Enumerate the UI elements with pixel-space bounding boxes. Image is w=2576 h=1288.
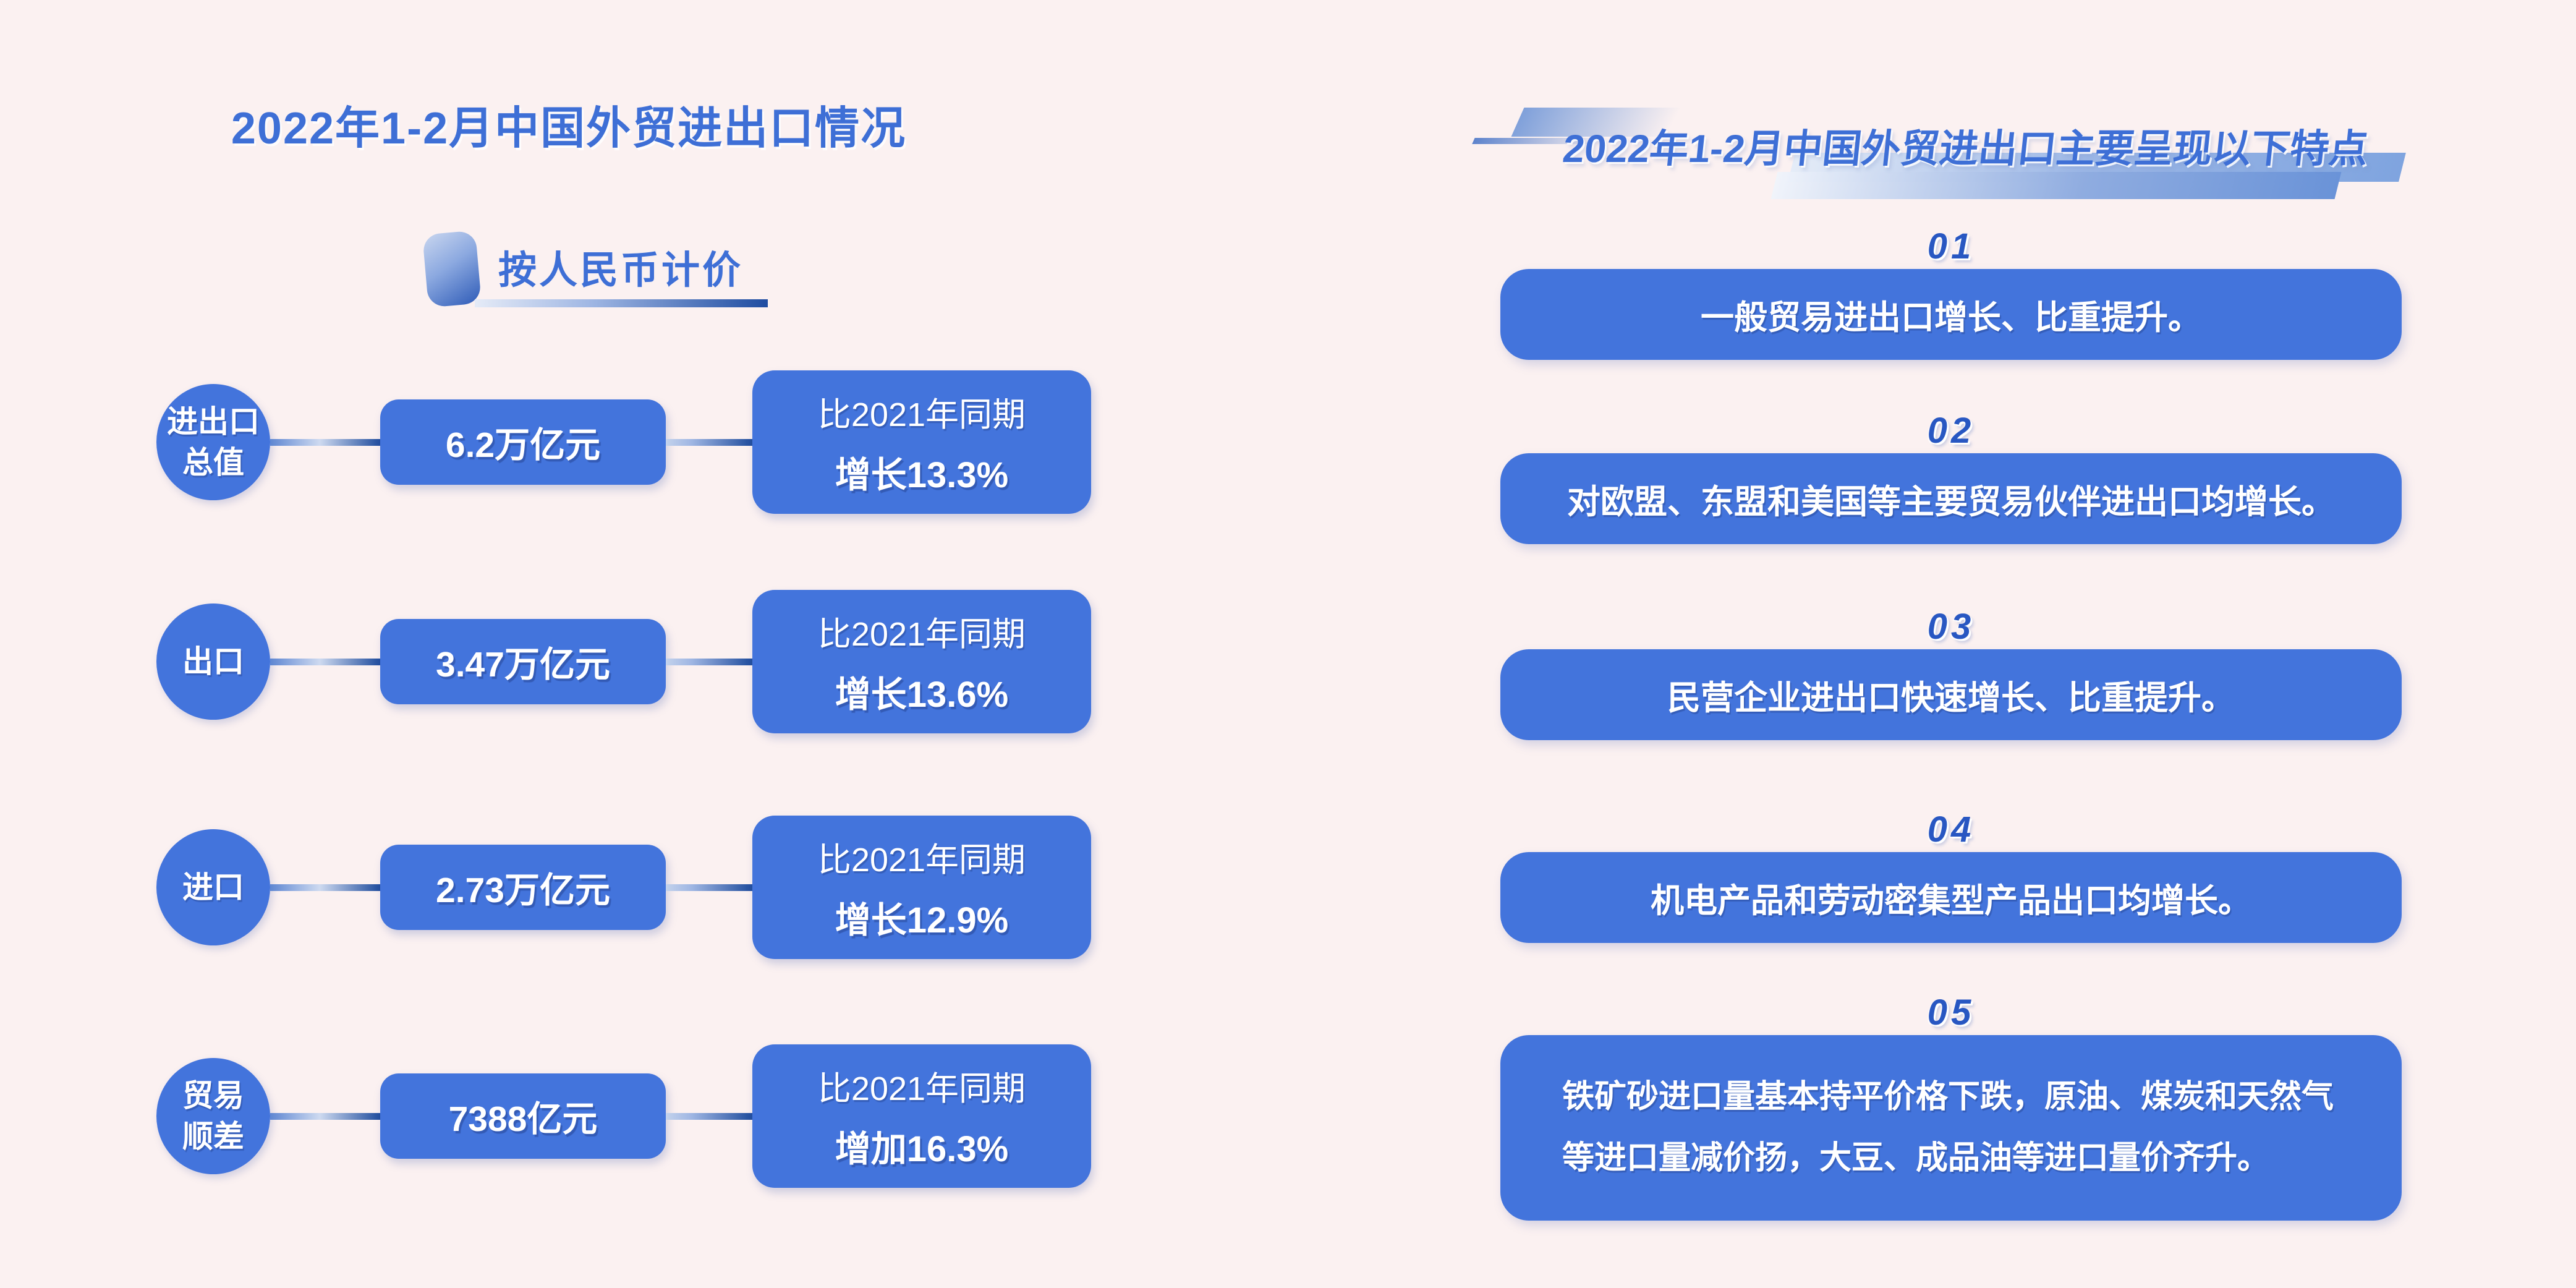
- connector-line: [666, 884, 752, 891]
- feature-item-04: 04 机电产品和劳动密集型产品出口均增长。: [1500, 808, 2402, 943]
- stat-compare-box: 比2021年同期 增长13.3%: [752, 370, 1091, 514]
- stat-compare-box: 比2021年同期 增长13.6%: [752, 590, 1091, 733]
- title-decoration-bar-bottom: [1770, 172, 2342, 199]
- stat-row-surplus: 贸易 顺差 7388亿元 比2021年同期 增加16.3%: [156, 1044, 1091, 1188]
- compare-growth-label: 增长13.6%: [835, 674, 1009, 715]
- stat-label-circle: 进口: [156, 829, 270, 945]
- feature-text-box: 机电产品和劳动密集型产品出口均增长。: [1500, 852, 2402, 943]
- feature-text-box: 对欧盟、东盟和美国等主要贸易伙伴进出口均增长。: [1500, 453, 2402, 544]
- subtitle-label: 按人民币计价: [498, 249, 744, 292]
- stat-value-box: 3.47万亿元: [380, 619, 666, 704]
- left-panel-title: 2022年1-2月中国外贸进出口情况: [231, 104, 907, 153]
- compare-period-label: 比2021年同期: [817, 841, 1026, 879]
- feature-number: 03: [1927, 607, 1975, 647]
- connector-line: [666, 438, 752, 446]
- feature-number: 05: [1927, 992, 1975, 1033]
- feature-text-box: 民营企业进出口快速增长、比重提升。: [1500, 649, 2402, 740]
- feature-number: 02: [1927, 411, 1975, 451]
- right-panel-title: 2022年1-2月中国外贸进出口主要呈现以下特点: [1560, 127, 2371, 171]
- connector-line: [666, 1112, 752, 1120]
- compare-period-label: 比2021年同期: [817, 1070, 1026, 1107]
- feature-number: 01: [1927, 226, 1975, 267]
- feature-number: 04: [1927, 809, 1975, 850]
- right-title-block: 2022年1-2月中国外贸进出口主要呈现以下特点: [1484, 93, 2448, 210]
- connector-line: [270, 658, 380, 665]
- connector-line: [270, 1112, 380, 1120]
- compare-growth-label: 增长13.3%: [835, 454, 1009, 495]
- stat-value-box: 6.2万亿元: [380, 399, 666, 485]
- connector-line: [666, 658, 752, 665]
- stat-label-circle: 贸易 顺差: [156, 1058, 270, 1174]
- feature-item-01: 01 一般贸易进出口增长、比重提升。: [1500, 224, 2402, 360]
- subtitle-underline: [475, 299, 768, 307]
- stat-row-export: 出口 3.47万亿元 比2021年同期 增长13.6%: [156, 590, 1091, 733]
- compare-growth-label: 增长12.9%: [835, 900, 1009, 940]
- right-panel: 2022年1-2月中国外贸进出口主要呈现以下特点 01 一般贸易进出口增长、比重…: [1484, 0, 2448, 1288]
- stat-row-import: 进口 2.73万亿元 比2021年同期 增长12.9%: [156, 816, 1091, 959]
- stat-value-box: 2.73万亿元: [380, 845, 666, 930]
- connector-line: [270, 884, 380, 891]
- stat-row-total: 进出口 总值 6.2万亿元 比2021年同期 增长13.3%: [156, 370, 1091, 514]
- feature-text-box: 一般贸易进出口增长、比重提升。: [1500, 269, 2402, 360]
- stat-compare-box: 比2021年同期 增长12.9%: [752, 816, 1091, 959]
- feature-text-box: 铁矿砂进口量基本持平价格下跌，原油、煤炭和天然气等进口量减价扬，大豆、成品油等进…: [1500, 1035, 2402, 1221]
- subtitle-block: 按人民币计价: [422, 230, 796, 317]
- feature-item-05: 05 铁矿砂进口量基本持平价格下跌，原油、煤炭和天然气等进口量减价扬，大豆、成品…: [1500, 991, 2402, 1221]
- connector-line: [270, 438, 380, 446]
- compare-period-label: 比2021年同期: [817, 615, 1026, 653]
- stat-compare-box: 比2021年同期 增加16.3%: [752, 1044, 1091, 1188]
- feature-item-02: 02 对欧盟、东盟和美国等主要贸易伙伴进出口均增长。: [1500, 409, 2402, 544]
- stat-label-circle: 进出口 总值: [156, 384, 270, 500]
- stat-value-box: 7388亿元: [380, 1073, 666, 1159]
- compare-growth-label: 增加16.3%: [835, 1128, 1009, 1169]
- feature-item-03: 03 民营企业进出口快速增长、比重提升。: [1500, 605, 2402, 740]
- rounded-badge-icon: [422, 230, 482, 308]
- compare-period-label: 比2021年同期: [817, 396, 1026, 433]
- stat-label-circle: 出口: [156, 603, 270, 720]
